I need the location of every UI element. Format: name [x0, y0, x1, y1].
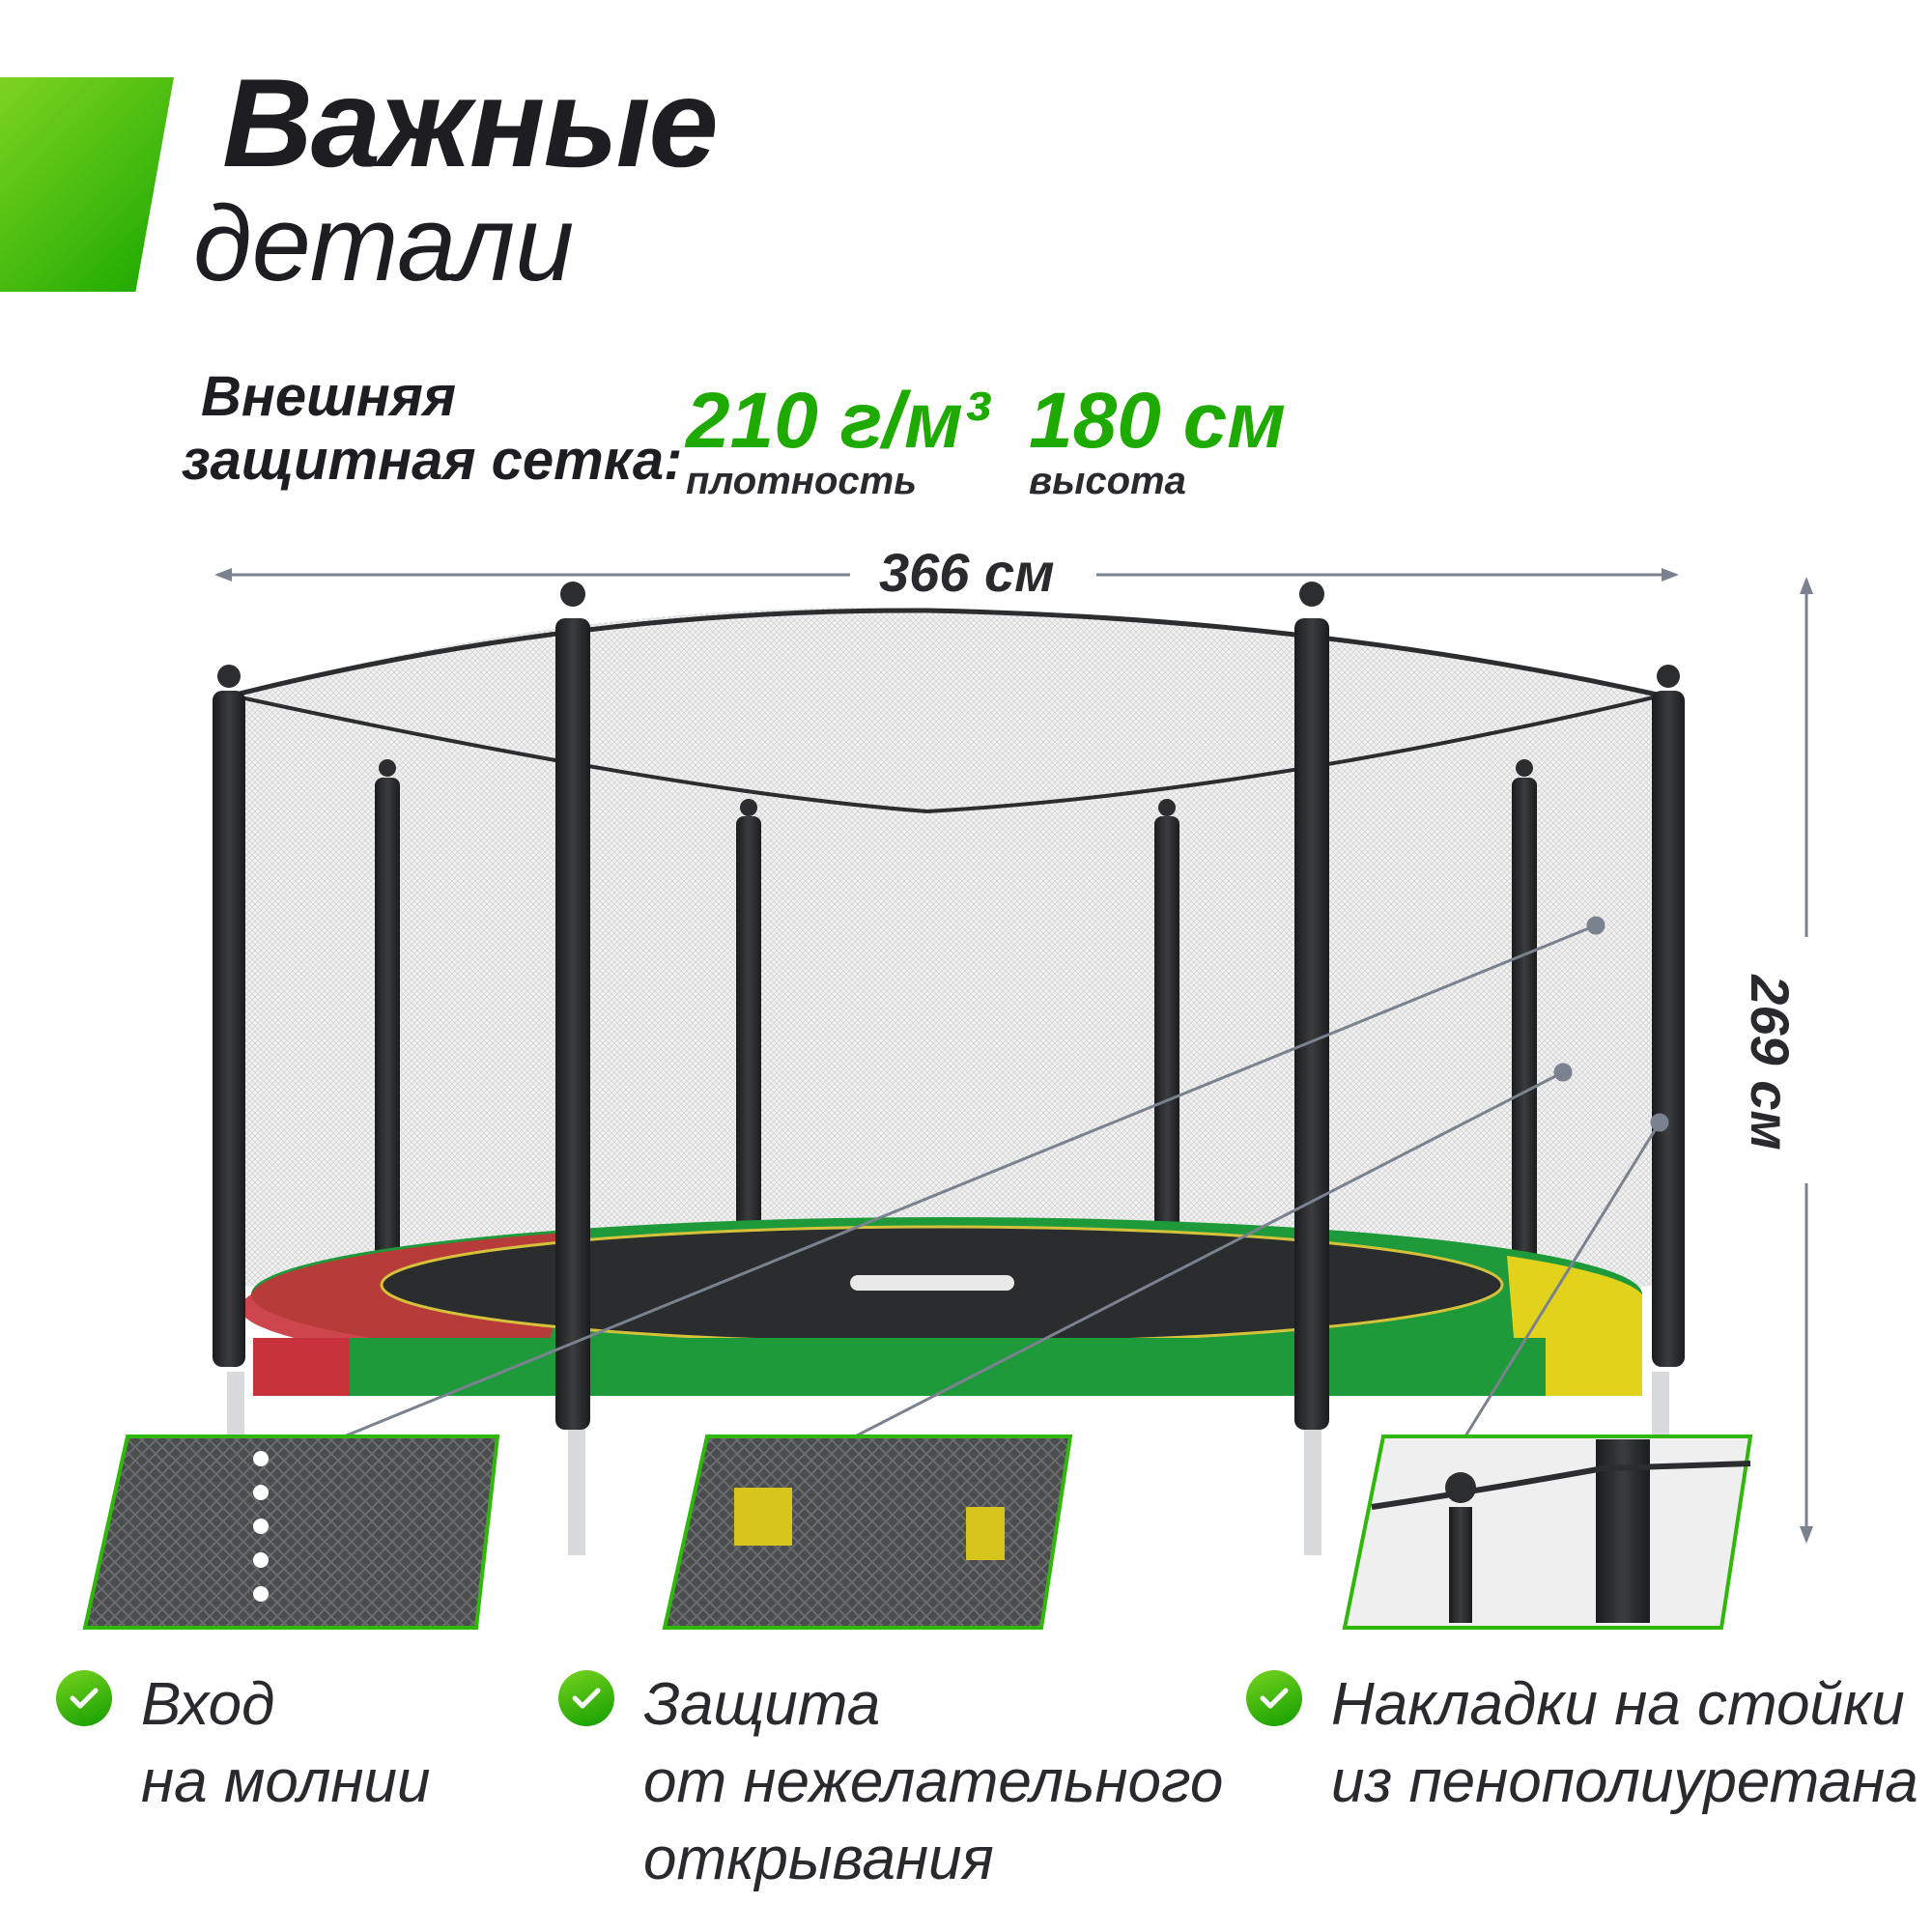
- density-caption: плотность: [686, 460, 917, 502]
- net-label: Внешняя защитная сетка:: [182, 365, 682, 493]
- net-label-line1: Внешняя: [201, 365, 457, 428]
- safety-net: [232, 608, 1662, 1319]
- feature-zipper-text: Вход на молнии: [141, 1671, 431, 1815]
- check-circle-icon: [558, 1670, 614, 1726]
- height-dimension-label: 269 см: [1740, 975, 1801, 1151]
- detail-pad-thumbnail: [1342, 1435, 1753, 1630]
- page-title-line2: детали: [193, 185, 575, 303]
- width-dimension-label: 366 см: [879, 542, 1055, 603]
- feature-zipper: Вход на молнии: [56, 1666, 431, 1821]
- height-value: 180 см: [1029, 377, 1286, 465]
- detail-lock-thumbnail: [662, 1435, 1073, 1630]
- feature-lock-text: Защита от нежелательного открывания: [643, 1671, 1224, 1892]
- feature-pads: Накладки на стойки из пенополиуретана: [1246, 1666, 1918, 1821]
- page-title-line1: Важные: [222, 52, 719, 193]
- height-caption: высота: [1029, 460, 1186, 502]
- density-value: 210 г/м³: [686, 377, 990, 465]
- net-label-line2: защитная сетка:: [182, 429, 683, 492]
- check-circle-icon: [56, 1670, 112, 1726]
- feature-lock: Защита от нежелательного открывания: [558, 1666, 1223, 1898]
- height-dimension-arrow: [1800, 577, 1813, 1544]
- check-circle-icon: [1246, 1670, 1302, 1726]
- width-dimension-arrow: [214, 568, 1679, 582]
- detail-zipper-thumbnail: [82, 1435, 500, 1630]
- feature-pads-text: Накладки на стойки из пенополиуретана: [1331, 1671, 1918, 1815]
